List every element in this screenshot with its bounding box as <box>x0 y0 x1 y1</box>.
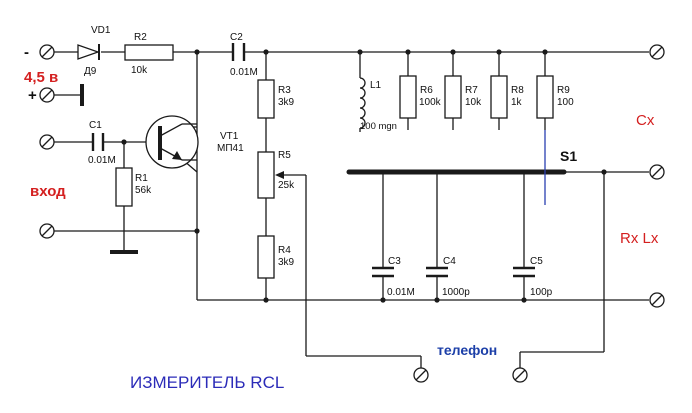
resistor-r1 <box>115 167 133 207</box>
label-c1-name: C1 <box>89 120 102 131</box>
label-r3-name: R3 <box>278 85 291 96</box>
label-r5-value: 25k <box>278 180 295 191</box>
label-r4-value: 3k9 <box>278 257 295 268</box>
label-c2-value: 0.01M <box>230 67 258 78</box>
terminal-phone-left <box>413 367 429 383</box>
resistor-r7 <box>444 75 462 119</box>
label-c4-value: 1000p <box>442 287 470 298</box>
resistor-r4 <box>257 235 275 279</box>
terminal-top-right <box>649 44 665 60</box>
label-r9-value: 100 <box>557 97 574 108</box>
resistor-r8 <box>490 75 508 119</box>
label-r6-name: R6 <box>420 85 433 96</box>
terminal-minus <box>39 44 55 60</box>
label-r8-name: R8 <box>511 85 524 96</box>
label-phone: телефон <box>437 342 497 358</box>
transistor-vt1 <box>145 115 199 169</box>
label-title: ИЗМЕРИТЕЛЬ RCL <box>130 373 284 392</box>
label-vd1-type: Д9 <box>84 66 97 77</box>
resistor-r5 <box>257 151 275 199</box>
label-minus: - <box>24 44 29 61</box>
label-l1-value: 100 mgn <box>360 121 397 132</box>
label-c5-name: C5 <box>530 256 543 267</box>
terminal-input-signal <box>39 134 55 150</box>
label-voltage: 4,5 в <box>24 69 58 86</box>
terminal-plus <box>39 87 55 103</box>
terminal-bottom-right <box>649 292 665 308</box>
label-vd1-name: VD1 <box>91 25 111 36</box>
label-c1-value: 0.01M <box>88 155 116 166</box>
label-plus: + <box>28 87 37 104</box>
r5-wiper <box>275 171 306 179</box>
label-vt1-name: VT1 <box>220 131 239 142</box>
terminal-phone-right <box>512 367 528 383</box>
resistor-r6 <box>399 75 417 119</box>
label-r7-value: 10k <box>465 97 482 108</box>
label-r6-value: 100k <box>419 97 442 108</box>
label-l1-name: L1 <box>370 80 382 91</box>
terminal-input-ground <box>39 223 55 239</box>
label-r3-value: 3k9 <box>278 97 295 108</box>
label-c3-name: C3 <box>388 256 401 267</box>
label-vt1-type: МП41 <box>217 143 244 154</box>
label-c3-value: 0.01M <box>387 287 415 298</box>
label-r9-name: R9 <box>557 85 570 96</box>
label-r7-name: R7 <box>465 85 478 96</box>
diode-vd1 <box>77 44 100 60</box>
label-c5-value: 100p <box>530 287 553 298</box>
capacitor-c3 <box>372 266 394 278</box>
junctions <box>121 49 607 303</box>
terminal-cx <box>649 164 665 180</box>
label-input: вход <box>30 183 66 200</box>
label-r2-value: 10k <box>131 65 148 76</box>
label-r1-name: R1 <box>135 173 148 184</box>
label-rxlx: Rx Lx <box>620 230 659 247</box>
capacitor-c1 <box>91 133 105 151</box>
inductor-l1 <box>359 77 366 129</box>
label-cx: Cx <box>636 112 655 129</box>
switch-s1 <box>346 130 567 205</box>
label-c4-name: C4 <box>443 256 456 267</box>
resistor-r3 <box>257 79 275 119</box>
label-switch-s1: S1 <box>560 148 577 164</box>
capacitor-c2 <box>231 43 246 61</box>
label-r2-name: R2 <box>134 32 147 43</box>
label-r4-name: R4 <box>278 245 291 256</box>
capacitor-c4 <box>426 266 448 278</box>
resistor-r2 <box>124 44 174 61</box>
label-r5-name: R5 <box>278 150 291 161</box>
label-r1-value: 56k <box>135 185 152 196</box>
capacitor-c5 <box>513 266 535 278</box>
label-c2-name: C2 <box>230 32 243 43</box>
resistor-r9 <box>536 75 554 119</box>
label-r8-value: 1k <box>511 97 523 108</box>
